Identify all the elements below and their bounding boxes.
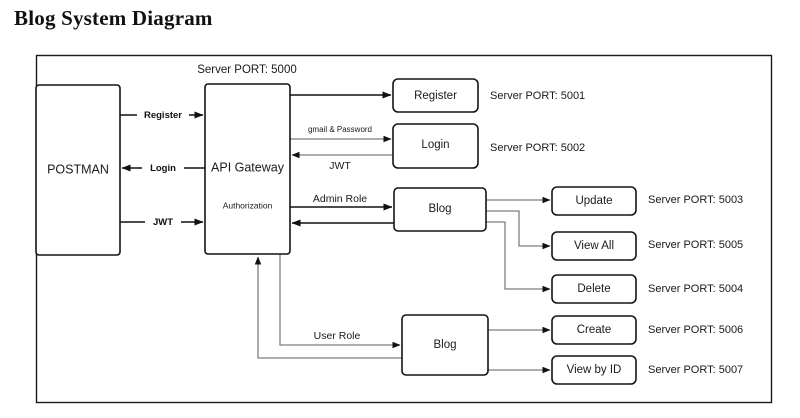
node-blog-admin[interactable]: Blog [393, 187, 487, 232]
port-label-5004: Server PORT: 5004 [648, 283, 743, 295]
node-update-label: Update [575, 195, 612, 207]
port-label-5001: Server PORT: 5001 [490, 90, 585, 102]
edge-label-login-text: Login [150, 163, 176, 174]
node-update[interactable]: Update [551, 186, 637, 216]
node-view-by-id-shape[interactable] [551, 355, 637, 385]
port-label-5006: Server PORT: 5006 [648, 324, 743, 336]
page-title: Blog System Diagram [14, 6, 213, 30]
edge-blog-user-to-gateway [254, 256, 402, 359]
node-delete-shape[interactable] [551, 274, 637, 304]
node-view-all-label: View All [574, 240, 614, 252]
node-delete[interactable]: Delete [551, 274, 637, 304]
node-view-by-id-label: View by ID [567, 364, 622, 376]
node-login[interactable]: Login [392, 123, 479, 169]
node-create-shape[interactable] [551, 315, 637, 345]
edge-label-register-text: Register [144, 110, 182, 121]
node-create-label: Create [577, 324, 612, 336]
node-postman-shape[interactable] [35, 84, 121, 256]
node-view-by-id[interactable]: View by ID [551, 355, 637, 385]
port-label-5002: Server PORT: 5002 [490, 142, 585, 154]
node-blog-user-label: Blog [433, 339, 456, 351]
node-view-all-shape[interactable] [551, 231, 637, 261]
node-login-label: Login [421, 139, 449, 151]
node-blog-user-shape[interactable] [401, 314, 489, 376]
node-register-shape[interactable] [392, 78, 479, 113]
edge-label-user-role: User Role [303, 329, 371, 343]
port-label-5005: Server PORT: 5005 [648, 239, 743, 251]
edge-label-jwt-left-text: JWT [153, 217, 173, 228]
node-blog-admin-label: Blog [428, 203, 451, 215]
edge-gateway-to-blog-user [279, 254, 401, 349]
edge-label-jwt-left: JWT [145, 215, 181, 229]
node-api-gateway-shape[interactable] [204, 83, 291, 255]
node-login-shape[interactable] [392, 123, 479, 169]
node-api-gateway[interactable]: API Gateway Authorization [204, 83, 291, 255]
node-view-all[interactable]: View All [551, 231, 637, 261]
node-delete-label: Delete [577, 283, 610, 295]
edge-label-register: Register [137, 108, 189, 122]
edge-label-gmail-password: gmail & Password [308, 125, 372, 134]
edge-label-gmail-password-text: gmail & Password [308, 125, 372, 134]
edge-label-jwt-right: JWT [329, 160, 351, 172]
node-postman-label: POSTMAN [47, 162, 109, 176]
node-api-gateway-label: API Gateway [211, 160, 285, 174]
node-api-gateway-sublabel: Authorization [223, 200, 273, 210]
edge-label-login: Login [142, 161, 184, 175]
caption-gateway-port: Server PORT: 5000 [197, 64, 297, 76]
node-register[interactable]: Register [392, 78, 479, 113]
node-create[interactable]: Create [551, 315, 637, 345]
node-update-shape[interactable] [551, 186, 637, 216]
edge-label-admin-role-text: Admin Role [313, 193, 367, 205]
port-label-5007: Server PORT: 5007 [648, 364, 743, 376]
edge-label-user-role-text: User Role [314, 330, 361, 342]
node-postman[interactable]: POSTMAN [35, 84, 121, 256]
edge-blog-admin-to-delete [486, 221, 551, 293]
port-label-5003: Server PORT: 5003 [648, 194, 743, 206]
edge-label-jwt-right-text: JWT [329, 160, 351, 172]
node-register-label: Register [414, 90, 457, 102]
edge-blog-admin-to-viewall [486, 210, 551, 250]
node-blog-user[interactable]: Blog [401, 314, 489, 376]
node-blog-admin-shape[interactable] [393, 187, 487, 232]
edge-label-admin-role: Admin Role [313, 193, 367, 205]
